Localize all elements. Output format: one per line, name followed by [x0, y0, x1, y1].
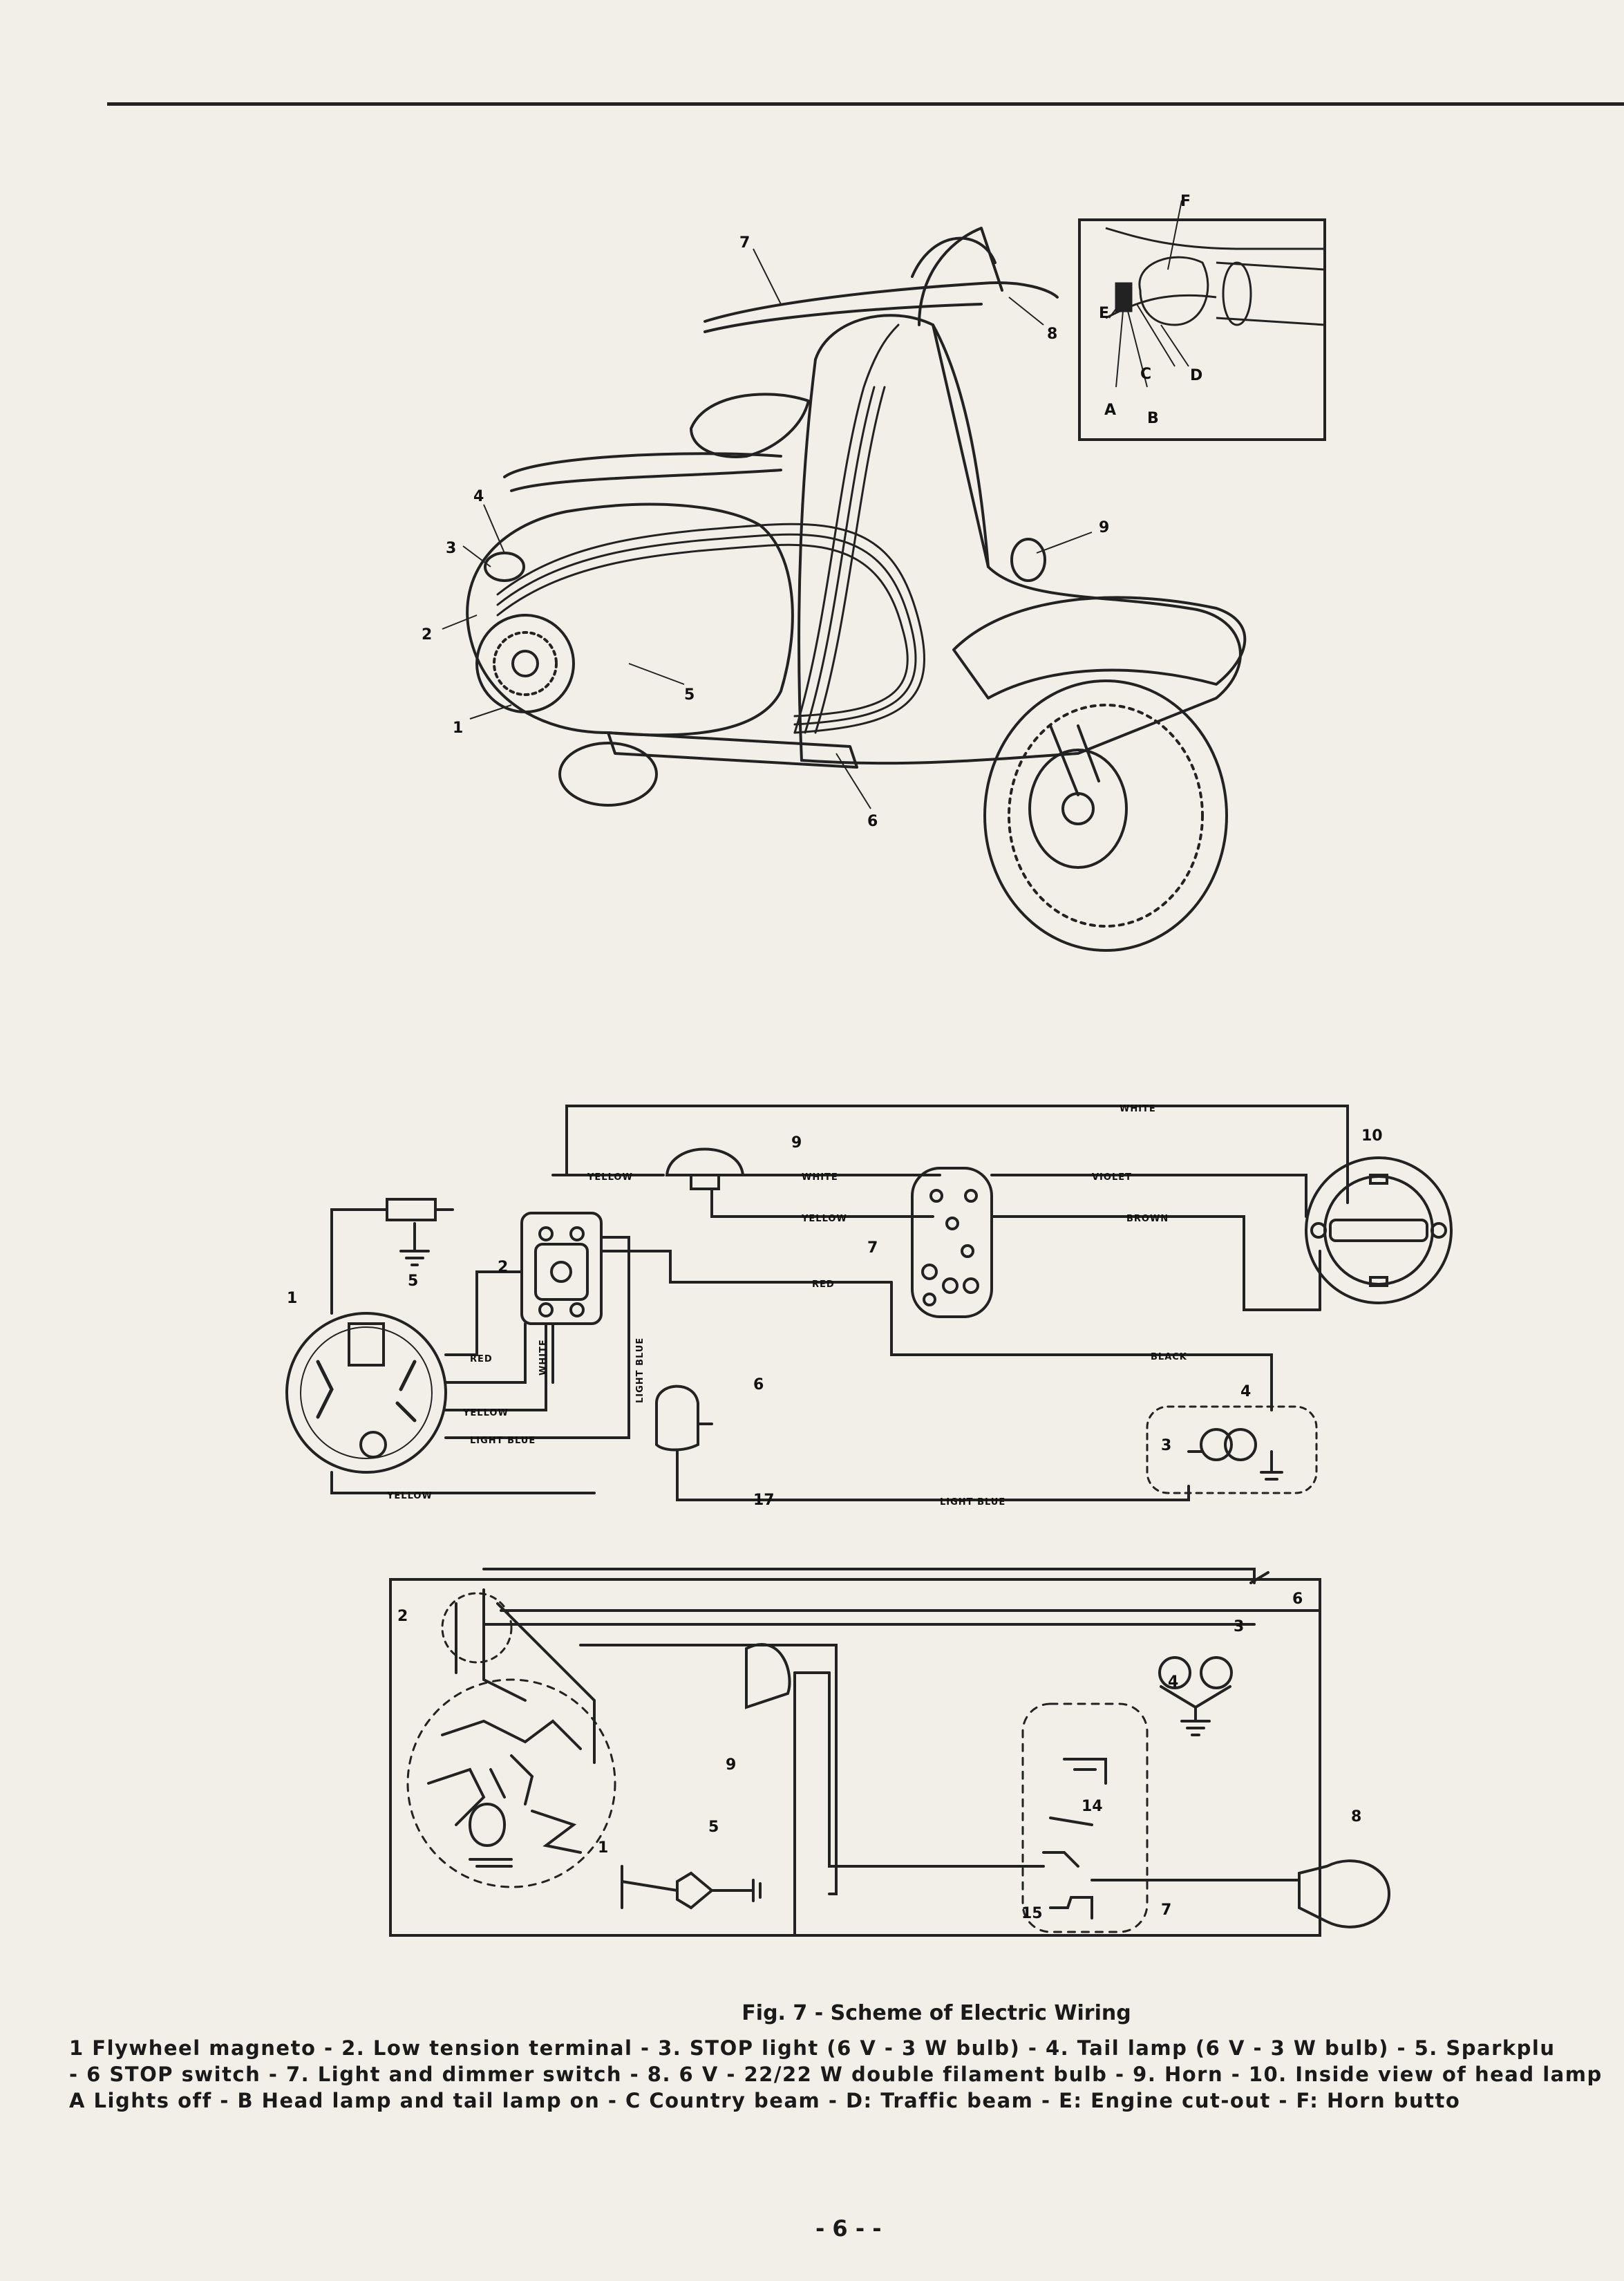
- inset-label-d: D: [1190, 367, 1202, 384]
- wiring-diagram: [285, 1105, 1453, 1501]
- svg-text:WHITE: WHITE: [802, 1172, 838, 1183]
- callout-6: 6: [867, 813, 878, 830]
- figure-caption: Fig. 7 - Scheme of Electric Wiring 1 Fly…: [69, 2001, 1624, 2114]
- svg-text:LIGHT BLUE: LIGHT BLUE: [635, 1337, 645, 1403]
- svg-text:RED: RED: [470, 1354, 493, 1364]
- svg-text:WHITE: WHITE: [1120, 1104, 1156, 1114]
- inset-label-e: E: [1099, 305, 1109, 322]
- svg-text:4: 4: [1168, 1673, 1178, 1691]
- svg-text:YELLOW: YELLOW: [462, 1408, 509, 1418]
- callout-2: 2: [422, 626, 432, 644]
- inset-label-b: B: [1147, 410, 1159, 427]
- callout-5: 5: [684, 686, 695, 704]
- svg-text:YELLOW: YELLOW: [587, 1172, 633, 1183]
- svg-text:10: 10: [1361, 1127, 1383, 1145]
- svg-text:15: 15: [1021, 1905, 1043, 1922]
- svg-text:7: 7: [867, 1239, 878, 1257]
- svg-text:9: 9: [726, 1756, 736, 1774]
- header-rule: [107, 102, 1624, 106]
- callout-3: 3: [446, 540, 456, 557]
- page-number: - 6 - -: [815, 2215, 882, 2242]
- legend-line-2: - 6 STOP switch - 7. Light and dimmer sw…: [69, 2063, 1603, 2086]
- callout-4: 4: [473, 488, 484, 505]
- svg-text:LIGHT BLUE: LIGHT BLUE: [470, 1436, 536, 1446]
- wire-labels: WHITE WHITE YELLOW YELLOW VIOLET BROWN R…: [386, 1104, 1187, 1508]
- callout-9: 9: [1099, 519, 1109, 536]
- figure-title: Fig. 7 - Scheme of Electric Wiring: [742, 2001, 1131, 2025]
- inset-label-c: C: [1140, 366, 1151, 383]
- inset-label-f: F: [1180, 193, 1191, 210]
- legend-line-1: 1 Flywheel magneto - 2. Low tension term…: [69, 2036, 1556, 2060]
- handlebar-inset: [1078, 200, 1326, 441]
- svg-text:BLACK: BLACK: [1151, 1352, 1187, 1362]
- svg-text:BROWN: BROWN: [1126, 1214, 1169, 1224]
- svg-text:5: 5: [708, 1819, 719, 1836]
- scooter-callouts: [442, 248, 1093, 809]
- svg-text:4: 4: [1240, 1383, 1251, 1400]
- scooter-drawing: [466, 227, 1247, 952]
- schematic-diagram: [389, 1568, 1391, 1937]
- svg-text:RED: RED: [812, 1279, 835, 1290]
- svg-text:YELLOW: YELLOW: [386, 1491, 433, 1501]
- inset-label-a: A: [1104, 402, 1116, 419]
- svg-text:VIOLET: VIOLET: [1092, 1172, 1132, 1183]
- svg-text:8: 8: [1351, 1808, 1361, 1825]
- svg-text:5: 5: [408, 1273, 418, 1290]
- wiring-numbers: 1 2 3 4 5 6 7 8 9 10 17: [287, 1127, 1383, 1509]
- callout-8: 8: [1047, 326, 1057, 343]
- svg-text:17: 17: [753, 1492, 775, 1509]
- schematic-numbers: 1 2 3 4 5 6 7 8 9 14 15: [397, 1590, 1361, 1922]
- callout-1: 1: [453, 720, 463, 737]
- callout-7: 7: [739, 234, 750, 252]
- svg-text:6: 6: [1292, 1590, 1303, 1608]
- svg-text:14: 14: [1082, 1798, 1103, 1815]
- svg-text:LIGHT BLUE: LIGHT BLUE: [940, 1497, 1005, 1508]
- svg-text:3: 3: [1234, 1618, 1244, 1635]
- svg-text:1: 1: [598, 1839, 608, 1857]
- svg-text:2: 2: [397, 1608, 408, 1625]
- legend-line-3: A Lights off - B Head lamp and tail lamp…: [69, 2089, 1461, 2112]
- svg-text:6: 6: [753, 1376, 764, 1393]
- svg-text:YELLOW: YELLOW: [801, 1214, 847, 1224]
- svg-text:9: 9: [791, 1134, 802, 1152]
- svg-text:7: 7: [1161, 1902, 1171, 1919]
- svg-text:3: 3: [1161, 1437, 1171, 1454]
- svg-text:1: 1: [287, 1290, 297, 1307]
- svg-text:WHITE: WHITE: [538, 1339, 549, 1376]
- svg-text:2: 2: [498, 1259, 508, 1276]
